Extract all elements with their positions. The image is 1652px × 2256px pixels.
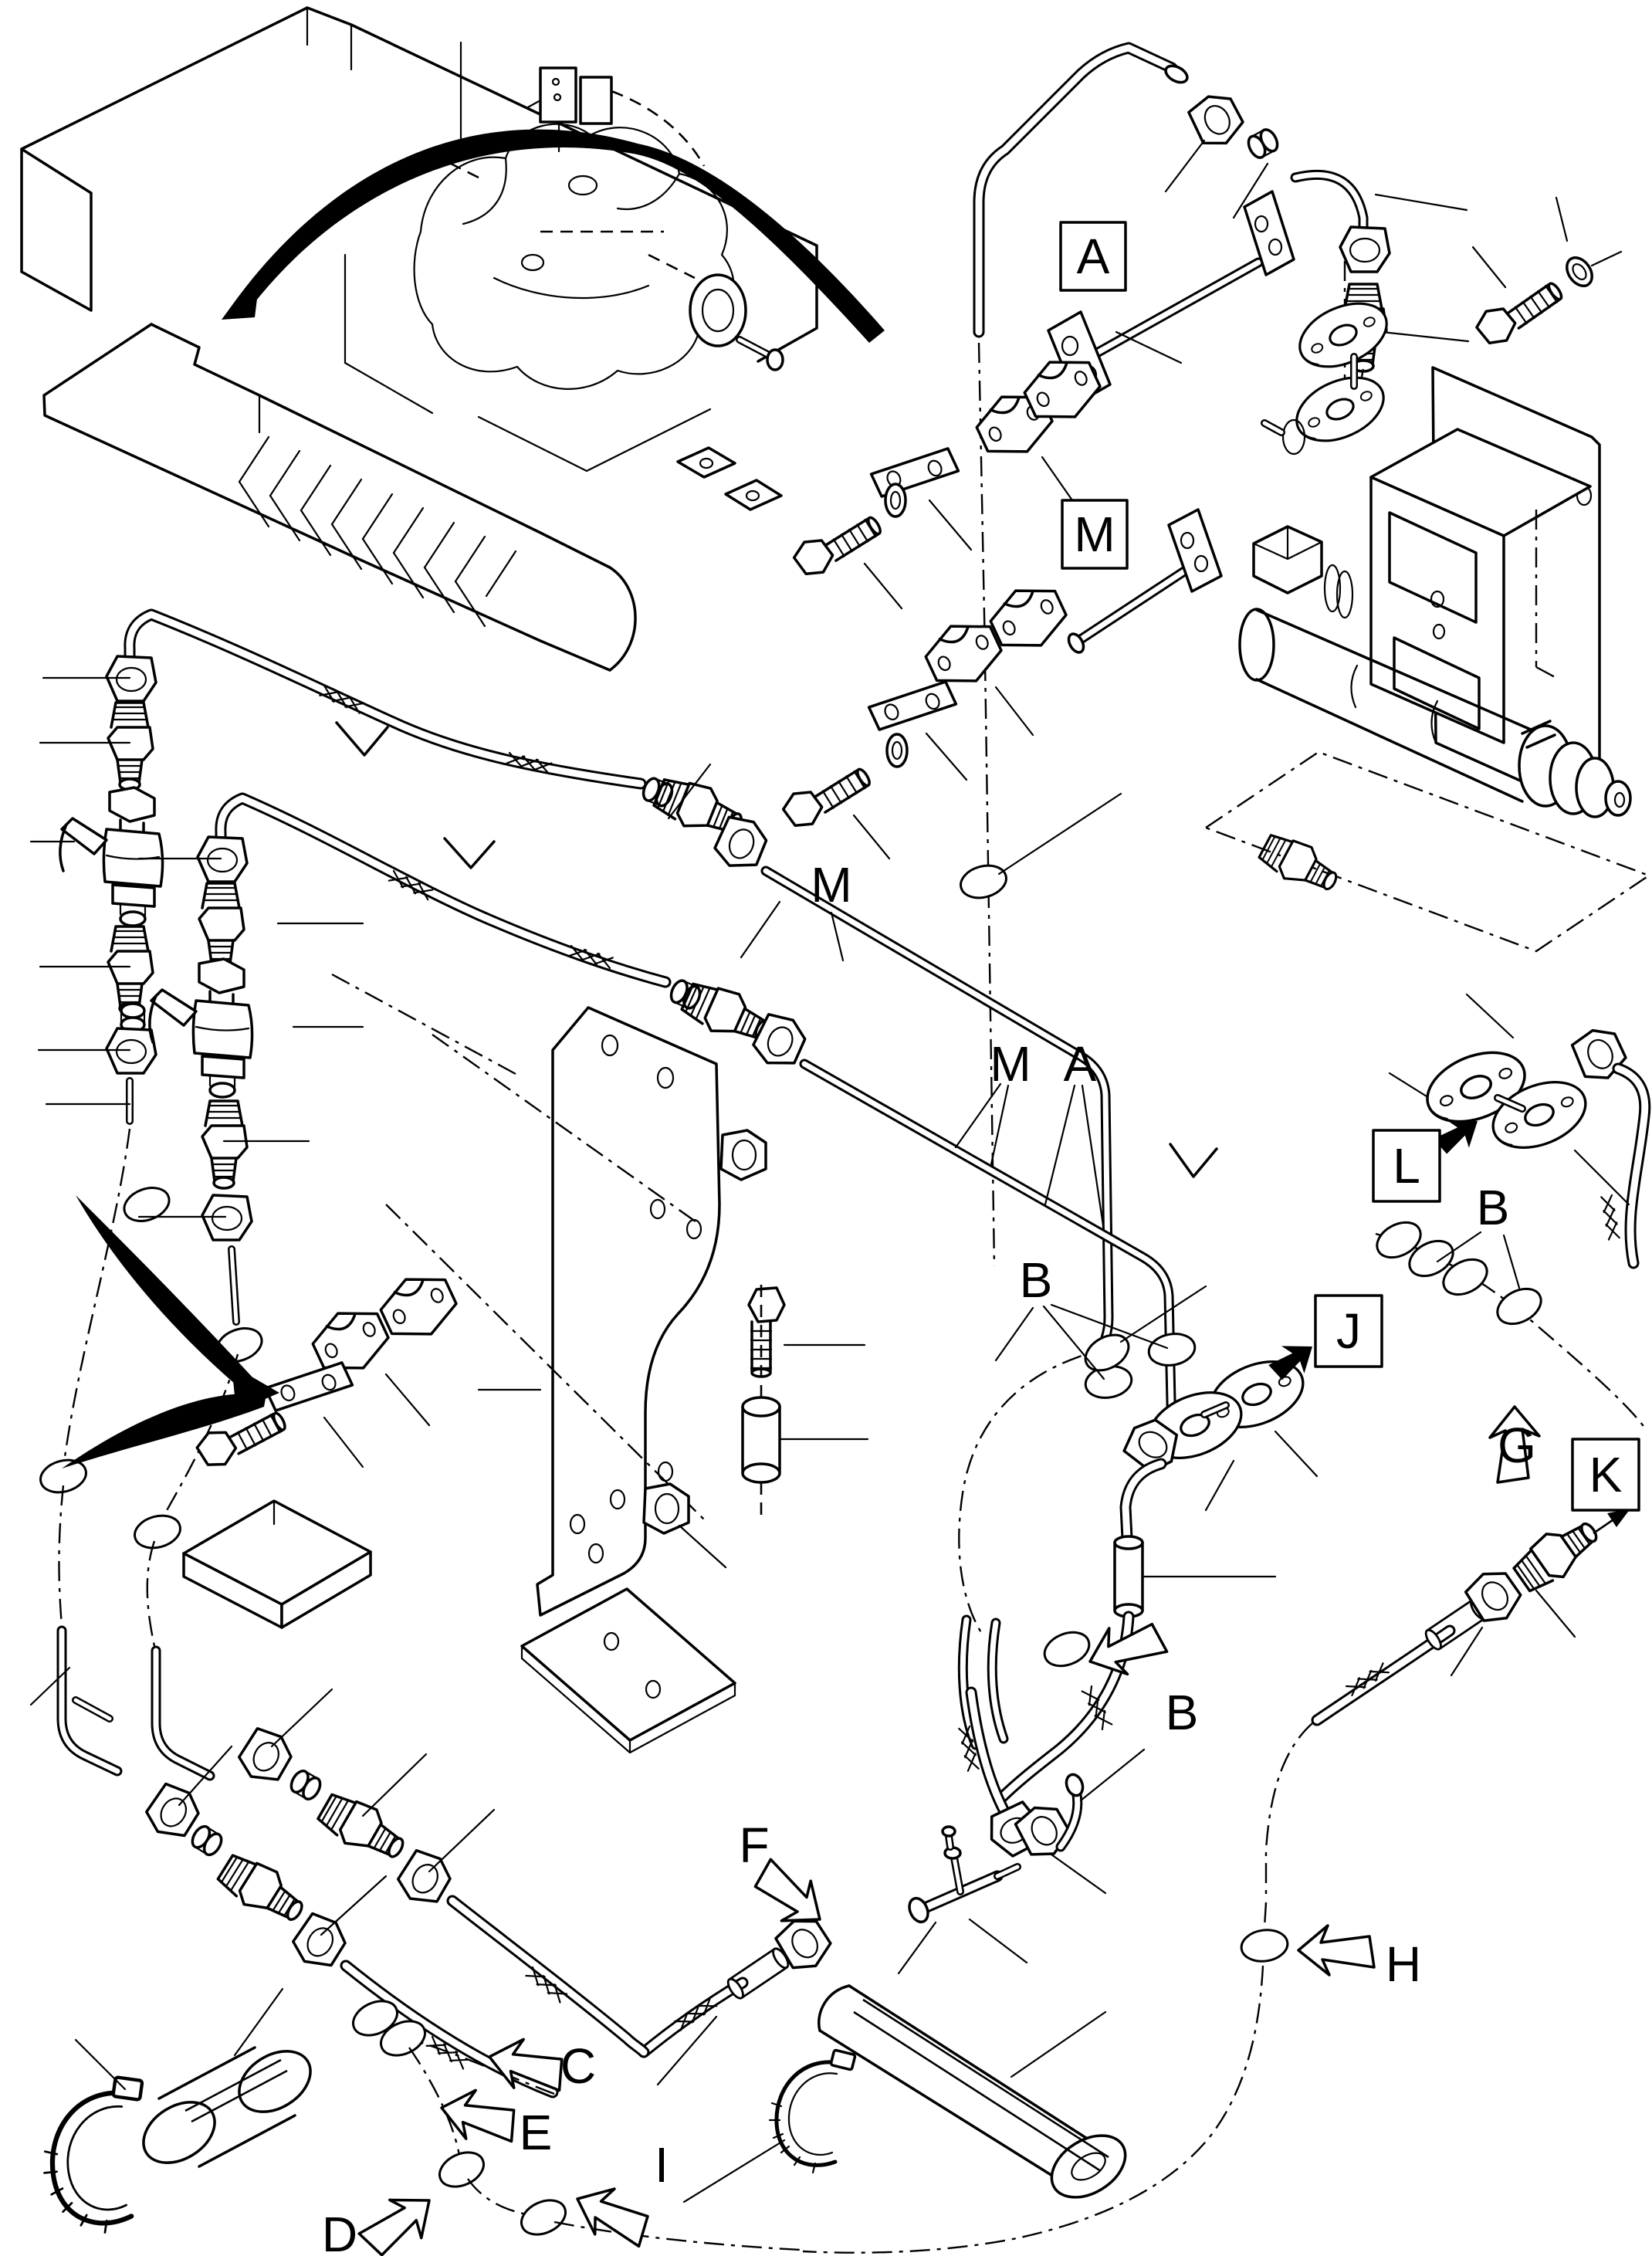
bottom-left-fitting-chains [29,1625,650,2098]
nut [719,1129,767,1181]
flange-group-j [994,1331,1322,1805]
large-pipe [818,1984,1127,2199]
port-adapter [1254,826,1346,902]
label-b-lower: B [1166,1685,1199,1740]
hydraulic-pump [689,273,784,371]
spacer [741,1285,781,1523]
nut [642,1482,690,1535]
pipe-a-assembly [788,42,1623,1267]
tee-hose-group [638,1686,1146,2203]
label-box-k-text: K [1589,1447,1623,1502]
label-h: H [1386,1936,1421,1992]
label-box-k [1571,1438,1640,1512]
label-box-l-text: L [1393,1138,1420,1194]
mounting-bracket-group [62,973,869,1754]
hose-group-k [1264,1509,1630,1899]
pipe-clamp-pair-left [191,1262,465,1474]
label-box-m-text: M [1074,506,1115,562]
clamp-plate [867,672,958,740]
boxed-labels: A M L J K [1059,221,1640,1512]
label-g: G [1498,1418,1536,1473]
tee-fitting [897,1825,1028,1975]
pipe-m-assembly [777,508,1223,860]
label-e: E [520,2105,553,2160]
callout-arrow-i [565,2175,658,2255]
callout-arrow-d [353,2180,446,2256]
l-bracket [536,1006,721,1617]
label-i: I [655,2137,669,2193]
label-m-lower: M [990,1036,1031,1092]
label-box-j [1314,1294,1383,1368]
elbow-nut [1339,225,1391,273]
route-h-loop [802,1902,1291,2254]
label-b-center: B [1020,1252,1053,1308]
label-leaders [830,911,1169,1380]
bottom-route-grommets [346,1993,801,2251]
callout-arrow-e [435,2082,523,2150]
label-box-j-text: J [1336,1303,1361,1359]
sleeve [1244,125,1282,162]
grommet [956,859,1011,904]
washer [885,733,909,768]
hose-clamp-tie-large [36,2075,158,2238]
label-box-a-text: A [1077,229,1110,284]
label-a-pipe: A [1064,1036,1097,1092]
shutoff-valve-chain-right [130,792,672,1647]
machine-overview [20,6,885,672]
callout-arrow-c [482,2031,570,2099]
split-sleeve [142,1987,312,2168]
label-box-m [1061,499,1129,570]
swoosh-arrow-top [222,129,885,343]
bracket-bolt [747,1286,786,1378]
plain-labels: M M A B B B C D E F G H I [322,857,1536,2256]
bolt-lockwasher-topright [1471,196,1623,352]
label-d: D [322,2207,357,2256]
pipe-a-bracket-strut [1047,190,1295,405]
flange-group-l [1388,993,1651,1269]
solenoid-valve [525,66,706,167]
flange-stack [1261,261,1398,456]
label-f: F [739,1817,769,1873]
flare-nut [1183,86,1250,154]
shutoff-valve-chain-left [29,608,647,1627]
flat-plate [520,1587,736,1754]
shutoff-valve-body [1238,525,1632,818]
angle-bracket [182,1499,372,1629]
fender-plate [42,323,637,672]
hose-f [638,1909,838,2086]
route-arc-center [957,1285,1207,1750]
hose-clamp-tie [770,2050,855,2173]
callout-arrow-h [1297,1924,1376,1977]
grommet-route-b-right [1369,1214,1648,1432]
label-c: C [560,2038,596,2094]
valve-unit [1203,261,1651,953]
label-m-upper: M [811,857,851,913]
swoosh-arrow-left [62,1195,279,1468]
label-box-a [1059,221,1127,292]
pipe-clamp-pair-a [788,345,1109,610]
label-b-right: B [1477,1180,1510,1235]
label-box-l [1372,1129,1441,1203]
